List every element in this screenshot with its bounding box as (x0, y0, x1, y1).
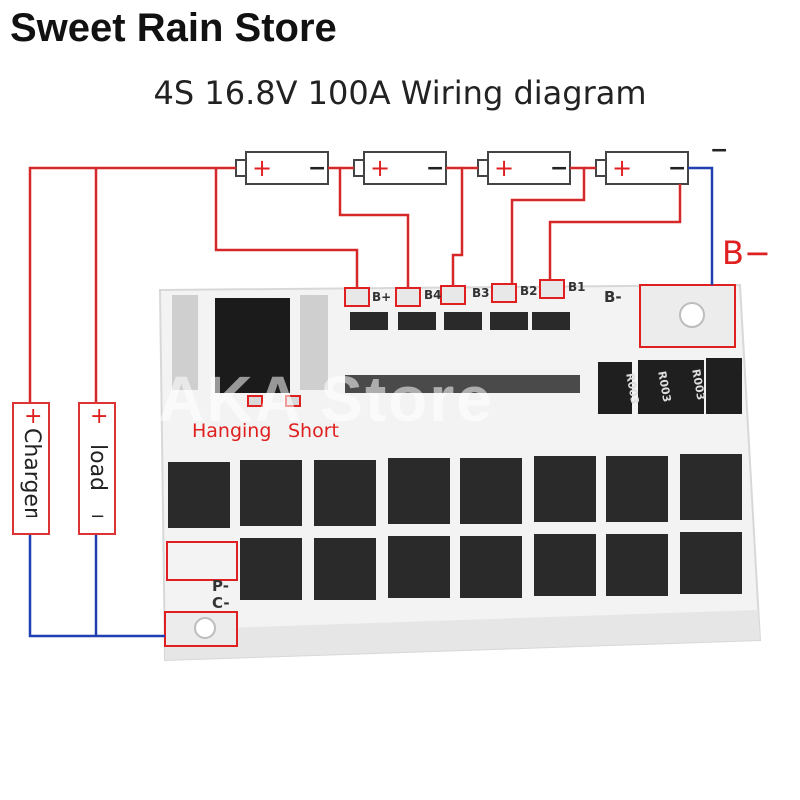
pad-label-p-minus: P- (212, 577, 229, 595)
battery-4-minus: − (668, 156, 687, 181)
diagram-subtitle: 4S 16.8V 100A Wiring diagram (153, 74, 647, 112)
pad-label-bminus: B- (604, 288, 622, 306)
charger-terminal-box (12, 402, 50, 535)
battery-4-plus: + (612, 154, 633, 182)
battery-2-plus: + (370, 154, 391, 182)
pad-label-b2: B2 (520, 284, 538, 298)
resistor-array-right (300, 295, 328, 390)
watermark: KAKA Store (110, 363, 494, 435)
load-minus: − (90, 506, 106, 527)
pad-label-b4: B4 (424, 288, 442, 302)
battery-cell-1 (235, 151, 329, 185)
load-terminal-box (78, 402, 116, 535)
bms-ic-chip (215, 298, 290, 393)
positive-wires (28, 166, 682, 402)
bms-board (158, 279, 762, 662)
store-title: Sweet Rain Store (10, 6, 337, 50)
resistor-array-left (172, 295, 198, 390)
jumper-pad-hanging (247, 395, 263, 407)
load-label: load (85, 444, 110, 492)
charger-minus: − (24, 506, 40, 527)
balance-resistor-row (345, 312, 580, 393)
battery-1-minus: − (308, 156, 327, 181)
charger-plus: + (24, 404, 43, 429)
left-pad-highlight (166, 541, 238, 581)
pad-label-b1: B1 (568, 280, 586, 294)
balance-pads (344, 279, 565, 307)
pad-label-b3: B3 (472, 286, 490, 300)
battery-cell-2 (353, 151, 447, 185)
b-minus-label: B− (722, 234, 771, 272)
jumper-short-label: Short (288, 420, 339, 442)
pad-label-c-minus: C- (212, 594, 230, 612)
mosfet-top-row (168, 454, 742, 528)
b-minus-mount-hole (679, 302, 705, 328)
battery-3-plus: + (494, 154, 515, 182)
output-mount-hole (194, 617, 216, 639)
battery-3-minus: − (550, 156, 569, 181)
battery-1-plus: + (252, 154, 273, 182)
negative-wires (28, 166, 714, 638)
jumper-hanging-label: Hanging (192, 420, 272, 442)
charger-label: Charger (19, 428, 44, 516)
pad-label-bplus: B+ (372, 290, 392, 304)
pack-negative-symbol: − (710, 138, 729, 163)
battery-2-minus: − (426, 156, 445, 181)
mosfet-bottom-row (240, 532, 742, 600)
load-plus: + (90, 404, 109, 429)
shunt-resistors (598, 358, 742, 414)
jumper-pad-short (285, 395, 301, 407)
